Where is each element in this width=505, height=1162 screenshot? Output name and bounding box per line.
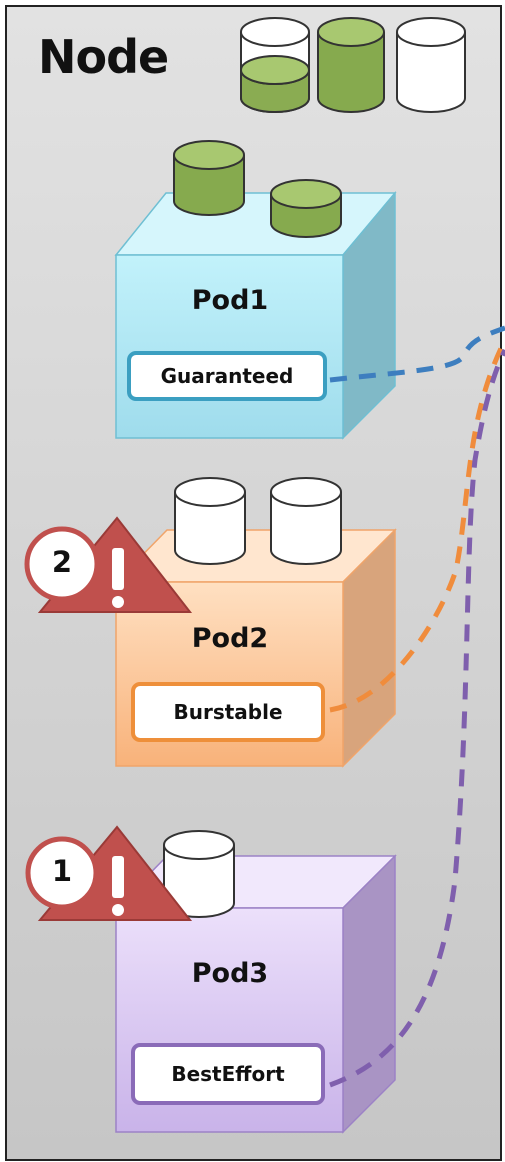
pod1-cylinders xyxy=(173,140,342,238)
cylinder-empty-icon xyxy=(163,830,235,918)
warning-number-1: 1 xyxy=(51,854,73,888)
cylinder-empty-icon xyxy=(270,477,342,565)
pod3-cylinders xyxy=(163,830,235,918)
priority-circle-icon xyxy=(25,836,99,910)
node-title: Node xyxy=(38,30,169,84)
warning-badge-1 xyxy=(25,825,193,921)
cylinder-half-icon xyxy=(240,17,310,113)
cylinder-full-icon xyxy=(317,17,385,113)
cylinder-empty-icon xyxy=(174,477,246,565)
guaranteed-connector-line xyxy=(329,325,505,383)
pod2-cylinders xyxy=(174,477,342,565)
pod2-qos-label: Burstable xyxy=(131,682,325,742)
exclamation-icon xyxy=(112,856,124,898)
burstable-connector-line xyxy=(329,338,505,713)
cylinder-empty-icon xyxy=(396,17,466,113)
pod1-name: Pod1 xyxy=(191,285,269,316)
cylinder-full-icon xyxy=(173,140,245,216)
priority-circle-icon xyxy=(24,526,100,602)
pod3-name: Pod3 xyxy=(191,958,269,989)
cylinder-half-icon xyxy=(270,179,342,238)
pod3-qos-label: BestEffort xyxy=(131,1043,325,1105)
warning-number-2: 2 xyxy=(51,545,73,579)
node-resource-cylinders xyxy=(240,17,466,113)
pod1-qos-label: Guaranteed xyxy=(127,351,327,401)
exclamation-icon xyxy=(112,548,124,590)
warning-badge-2 xyxy=(24,516,193,613)
pod2-name: Pod2 xyxy=(191,623,269,654)
